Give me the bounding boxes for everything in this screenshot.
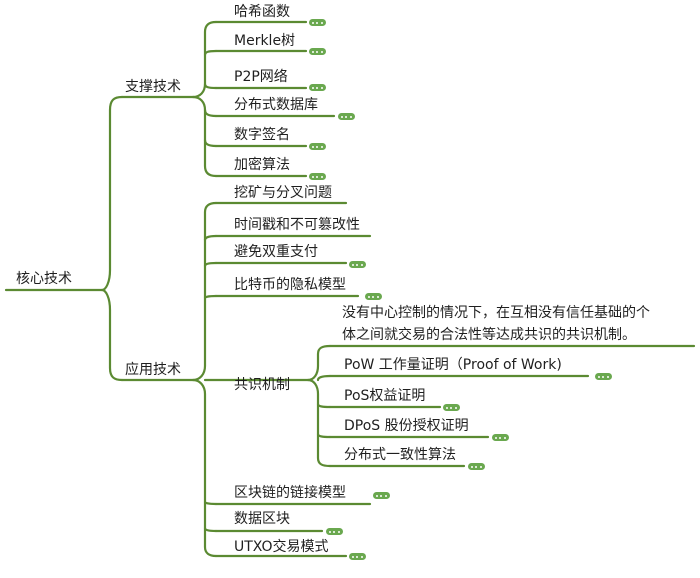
node-dpos[interactable]: DPoS 股份授权证明 — [344, 418, 469, 434]
node-merkle-tree[interactable]: Merkle树 — [234, 33, 296, 49]
node-pos[interactable]: PoS权益证明 — [344, 388, 426, 404]
node-distributed-database[interactable]: 分布式数据库 — [234, 97, 318, 113]
node-utxo[interactable]: UTXO交易模式 — [234, 539, 329, 555]
node-mining-and-forks[interactable]: 挖矿与分叉问题 — [234, 185, 332, 201]
more-button[interactable] — [338, 113, 355, 120]
consensus-description-line-2: 体之间就交易的合法性等达成共识的共识机制。 — [342, 327, 636, 343]
node-timestamp-immutability[interactable]: 时间戳和不可篡改性 — [234, 217, 360, 233]
node-digital-signature[interactable]: 数字签名 — [234, 127, 290, 143]
node-bitcoin-privacy[interactable]: 比特币的隐私模型 — [234, 277, 346, 293]
node-block-linking-model[interactable]: 区块链的链接模型 — [234, 485, 346, 501]
more-button[interactable] — [349, 553, 366, 560]
root-node-label[interactable]: 核心技术 — [16, 271, 72, 287]
node-distributed-consistency[interactable]: 分布式一致性算法 — [344, 447, 456, 463]
connector-root-application — [100, 288, 124, 382]
more-button[interactable] — [309, 173, 326, 180]
more-button[interactable] — [492, 434, 509, 441]
more-button[interactable] — [309, 19, 326, 26]
more-button[interactable] — [309, 84, 326, 91]
branch-support-label[interactable]: 支撑技术 — [125, 79, 181, 95]
more-button[interactable] — [365, 293, 382, 300]
node-consensus[interactable]: 共识机制 — [234, 377, 290, 393]
more-button[interactable] — [468, 463, 485, 470]
more-button[interactable] — [309, 48, 326, 55]
node-encryption-algorithm[interactable]: 加密算法 — [234, 157, 290, 173]
node-p2p-network[interactable]: P2P网络 — [234, 69, 288, 85]
node-pow[interactable]: PoW 工作量证明（Proof of Work) — [344, 357, 562, 373]
node-double-spend[interactable]: 避免双重支付 — [234, 244, 318, 260]
node-data-block[interactable]: 数据区块 — [234, 511, 290, 527]
node-hash-function[interactable]: 哈希函数 — [234, 4, 290, 20]
consensus-description-line-1: 没有中心控制的情况下，在互相没有信任基础的个 — [342, 305, 650, 321]
more-button[interactable] — [349, 261, 366, 268]
more-button[interactable] — [373, 492, 390, 499]
more-button[interactable] — [595, 373, 612, 380]
more-button[interactable] — [309, 143, 326, 150]
more-button[interactable] — [326, 528, 343, 535]
more-button[interactable] — [443, 404, 460, 411]
branch-application-label[interactable]: 应用技术 — [125, 362, 181, 378]
connector-root-support — [100, 95, 124, 292]
